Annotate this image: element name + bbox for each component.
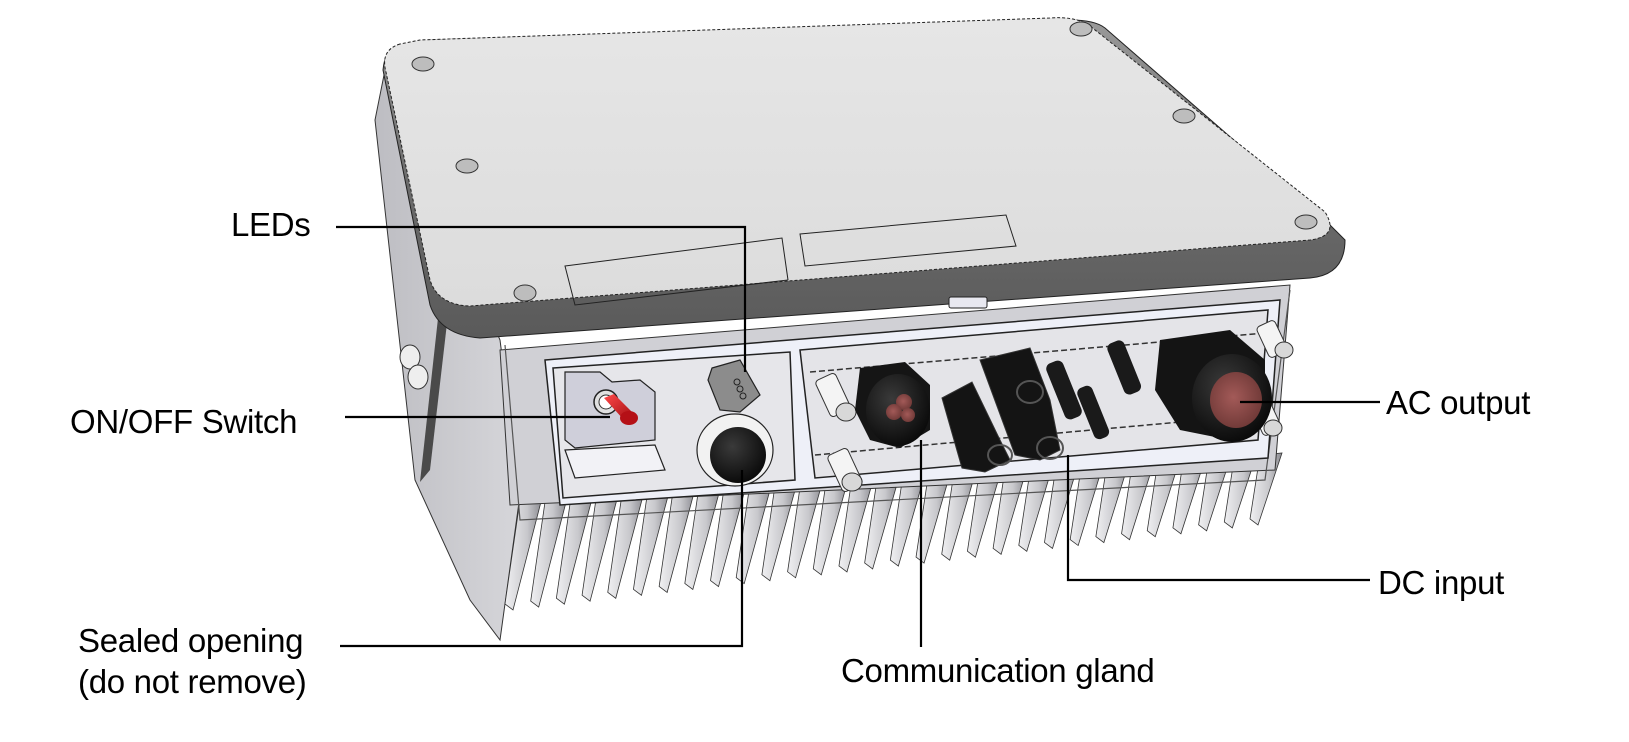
sealed-opening: [696, 413, 774, 487]
heatsink-fins: [504, 452, 1283, 611]
callout-leds: LEDs: [231, 206, 311, 243]
callout-sealed-opening: Sealed opening (do not remove): [78, 620, 307, 703]
led-indicator-icon: [733, 378, 747, 400]
lid-latch: [948, 296, 988, 309]
side-bolts: [399, 344, 429, 390]
leader-lines: [336, 225, 1380, 648]
cable-gland-icon: [866, 374, 930, 446]
leader-sealed: [340, 470, 744, 648]
toggle-switch-icon: [604, 394, 638, 425]
dc-connector-icon: [941, 340, 1142, 473]
leader-leds: [336, 225, 747, 372]
callout-sealed-line2: (do not remove): [78, 663, 307, 701]
sealed-plug-icon: [710, 427, 766, 483]
lid-screws: [411, 21, 1318, 302]
housing-lid: [382, 17, 1346, 339]
ac-gland-icon: [1192, 354, 1272, 442]
callout-ac-output: AC output: [1386, 384, 1531, 421]
led-indicator: [707, 359, 761, 413]
on-off-switch[interactable]: [564, 371, 666, 479]
dc-input-connectors[interactable]: [941, 339, 1143, 473]
callout-communication-gland: Communication gland: [841, 652, 1155, 689]
callout-dc-input: DC input: [1378, 564, 1504, 601]
bay-standoff-bolts: [815, 320, 1294, 492]
callout-on-off-switch: ON/OFF Switch: [70, 403, 298, 440]
ac-output-gland[interactable]: [1155, 330, 1272, 442]
callout-sealed-line1: Sealed opening: [78, 622, 304, 659]
communication-gland[interactable]: [855, 362, 930, 448]
leader-dc: [1066, 455, 1370, 582]
